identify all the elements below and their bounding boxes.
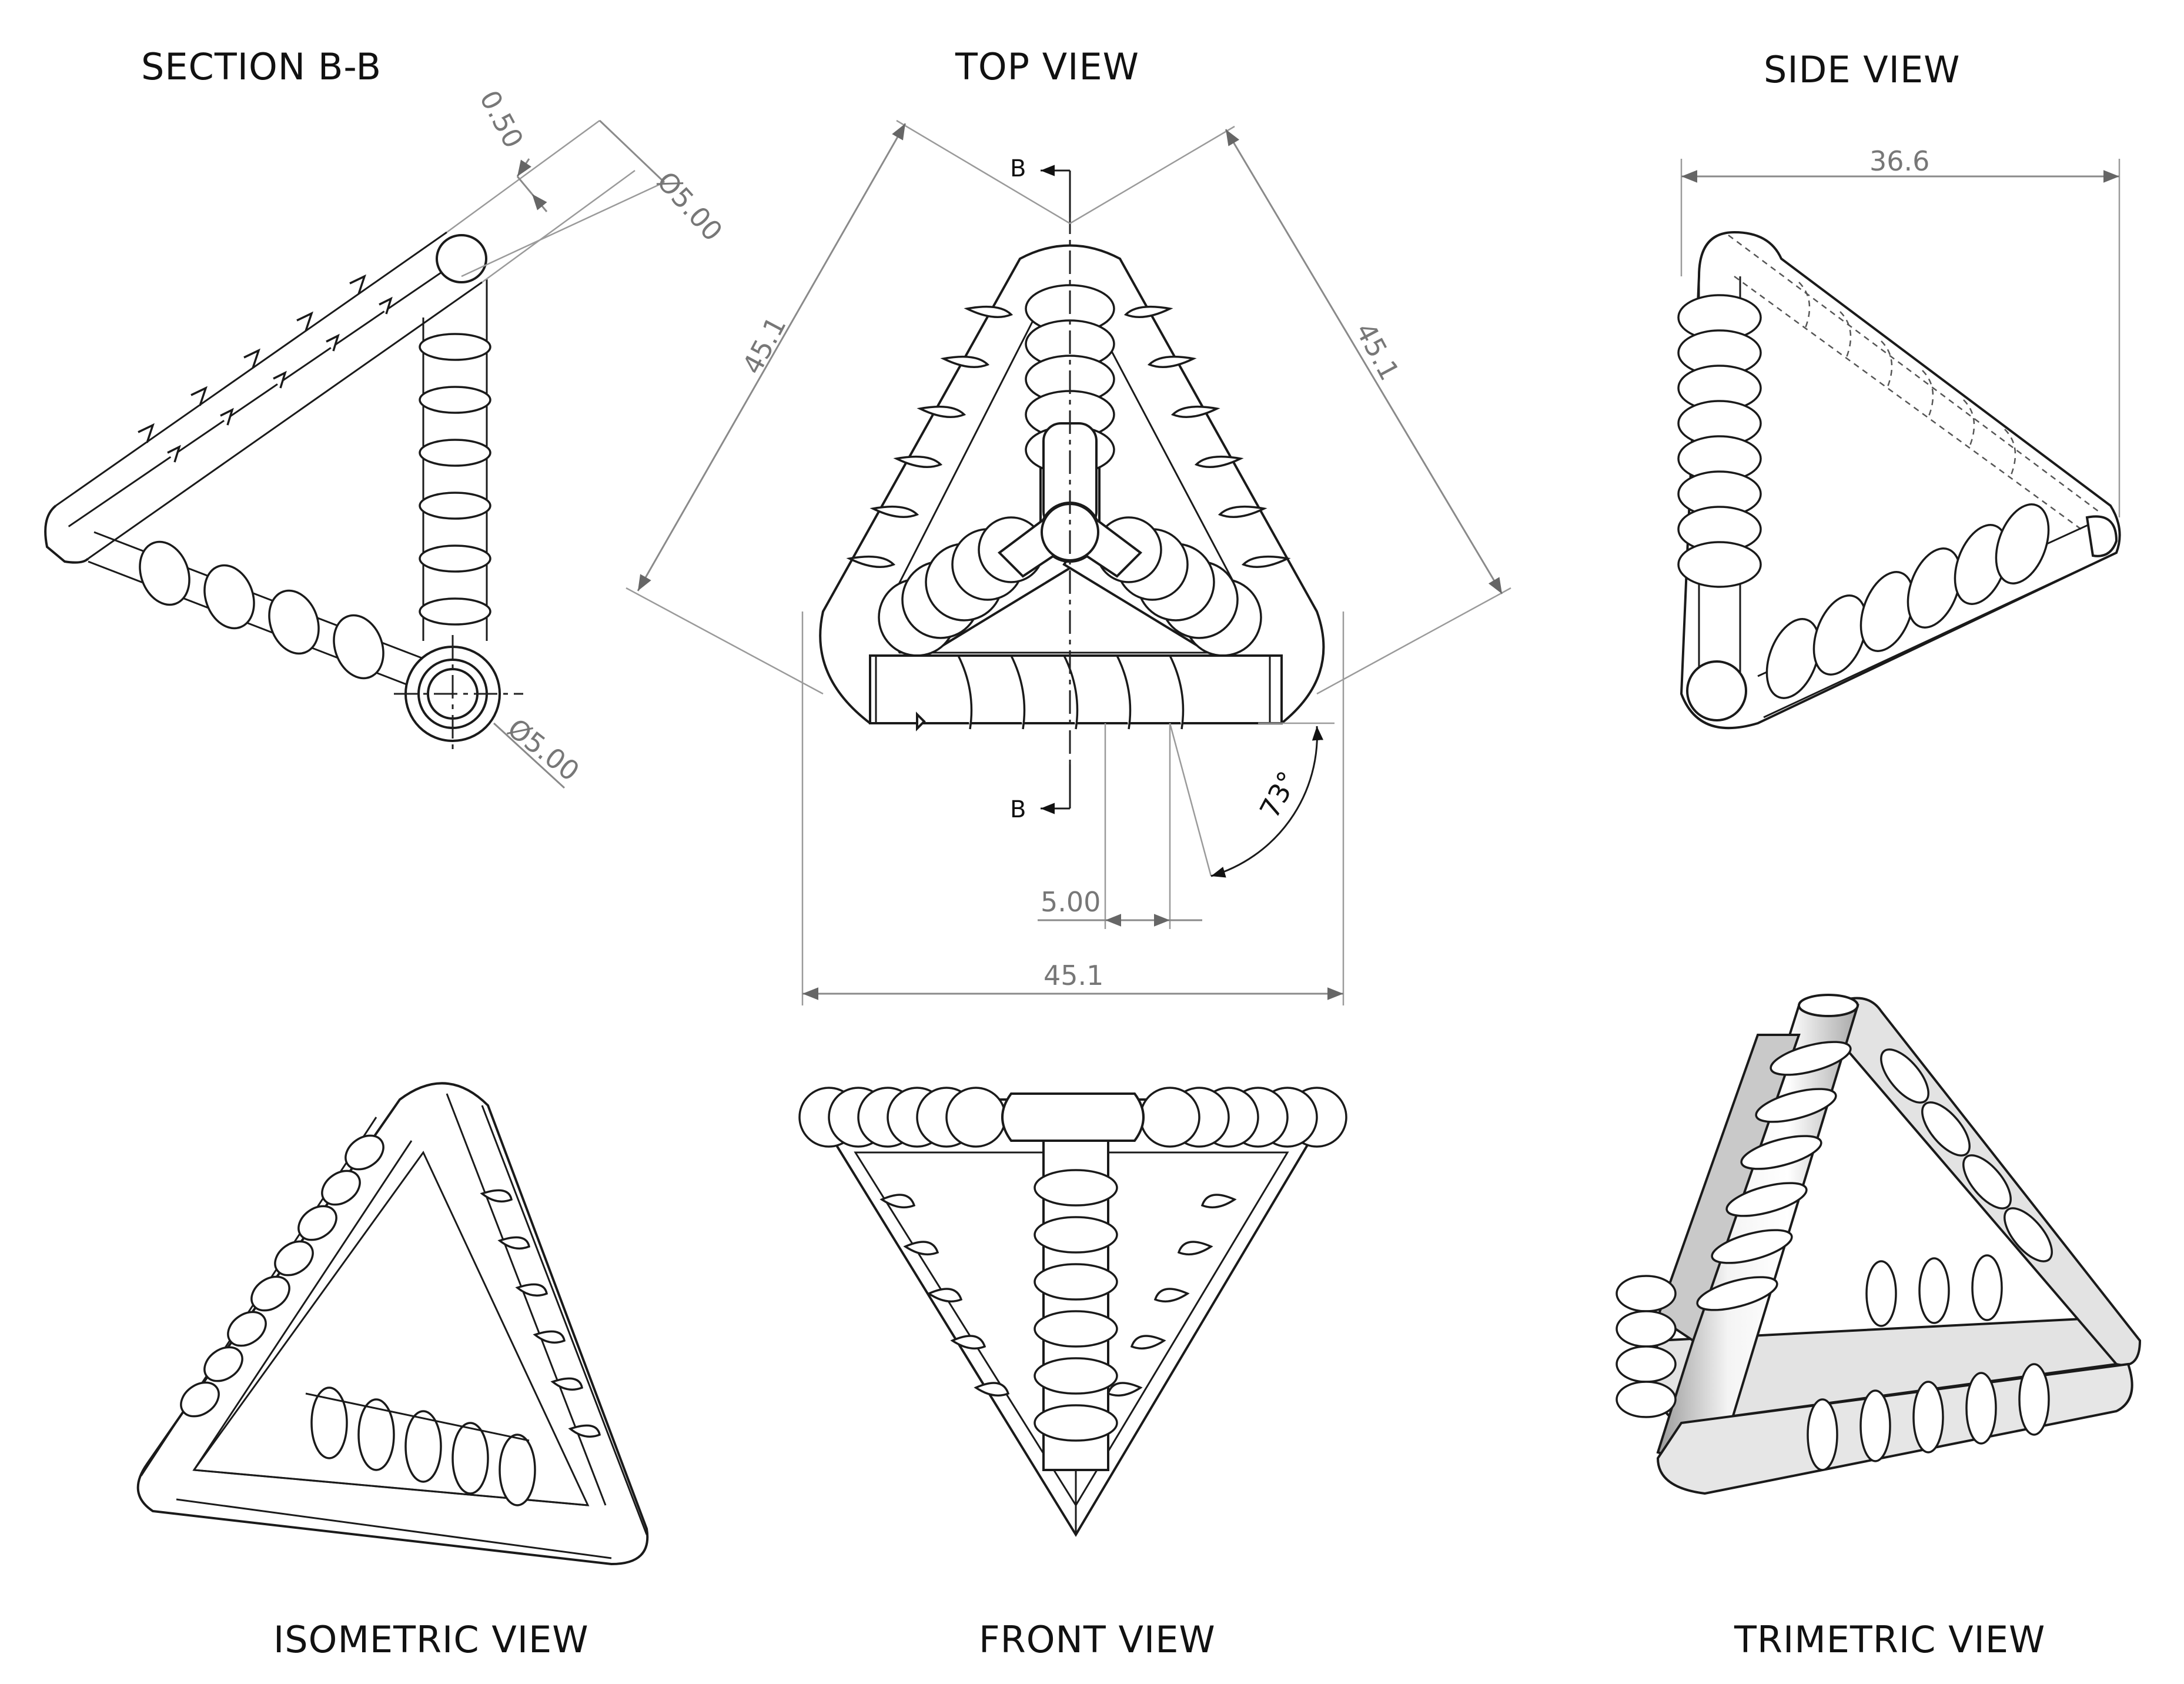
isometric-coils-right — [480, 1189, 601, 1438]
top-view-bottom-dimension: 45.1 — [1043, 960, 1103, 991]
side-view-title: SIDE VIEW — [1764, 48, 1960, 91]
trimetric-coils-left — [1616, 1275, 1677, 1418]
section-dimensions — [446, 119, 665, 789]
side-view-outline — [1680, 230, 2121, 730]
isometric-coils-bottom — [305, 1386, 536, 1506]
section-gap-dimension: 0.50 — [473, 85, 530, 153]
isometric-view-outline — [136, 1082, 649, 1566]
trimetric-coils-bottom — [1807, 1254, 2050, 1471]
top-view-pitch-dimension: 5.00 — [1041, 886, 1101, 918]
section-diameter-top: Ø5.00 — [651, 165, 729, 247]
top-view-bottom-tube — [869, 654, 1283, 731]
section-lower-tube — [88, 531, 424, 692]
top-view-section-line — [1041, 165, 1071, 814]
top-view-cut-label-upper: B — [1010, 155, 1026, 182]
section-tube-crosssection — [394, 635, 523, 753]
top-view-dimensions — [626, 119, 1511, 1005]
section-view: 0.50 Ø5.00 Ø5.00 — [44, 85, 729, 789]
section-tube-opening-top — [436, 234, 487, 283]
front-view-side-coils — [879, 1194, 1237, 1397]
side-view-tube-end — [1686, 660, 1747, 721]
section-diagonal-tube — [44, 231, 483, 564]
top-view-coil-clusters — [878, 503, 1262, 657]
front-view-title: FRONT VIEW — [979, 1618, 1216, 1661]
trimetric-coils-right — [1880, 1048, 2053, 1262]
front-view-top-rings — [798, 1087, 1347, 1148]
trimetric-coils-main — [1696, 1041, 1852, 1311]
isometric-view-title: ISOMETRIC VIEW — [273, 1618, 589, 1661]
top-view: B B 45.1 45.1 — [626, 119, 1511, 1005]
top-view-cut-label-lower: B — [1010, 796, 1026, 823]
top-view-left-side-dimension: 45.1 — [736, 311, 792, 379]
side-view-coils-lower — [1765, 503, 2050, 699]
trimetric-view — [1616, 994, 2142, 1495]
side-view-dimensions — [1680, 159, 2121, 517]
trimetric-view-title: TRIMETRIC VIEW — [1734, 1618, 2045, 1661]
isometric-coils-left — [180, 1134, 384, 1418]
side-view-width-dimension: 36.6 — [1869, 145, 1929, 177]
front-view-center-tube — [1034, 1140, 1118, 1535]
section-vertical-tube — [419, 279, 491, 641]
side-view-coils-left — [1677, 294, 1762, 588]
isometric-view — [136, 1082, 649, 1566]
front-view — [798, 1087, 1347, 1537]
section-view-title: SECTION B-B — [141, 45, 382, 88]
side-view: 36.6 — [1677, 145, 2121, 730]
top-view-angle-dimension: 73° — [1253, 766, 1304, 823]
section-diameter-bottom: Ø5.00 — [501, 712, 585, 787]
top-view-title: TOP VIEW — [955, 45, 1139, 88]
trimetric-bottom-tube — [1656, 1362, 2133, 1495]
side-view-coils-upper — [1798, 282, 2016, 477]
